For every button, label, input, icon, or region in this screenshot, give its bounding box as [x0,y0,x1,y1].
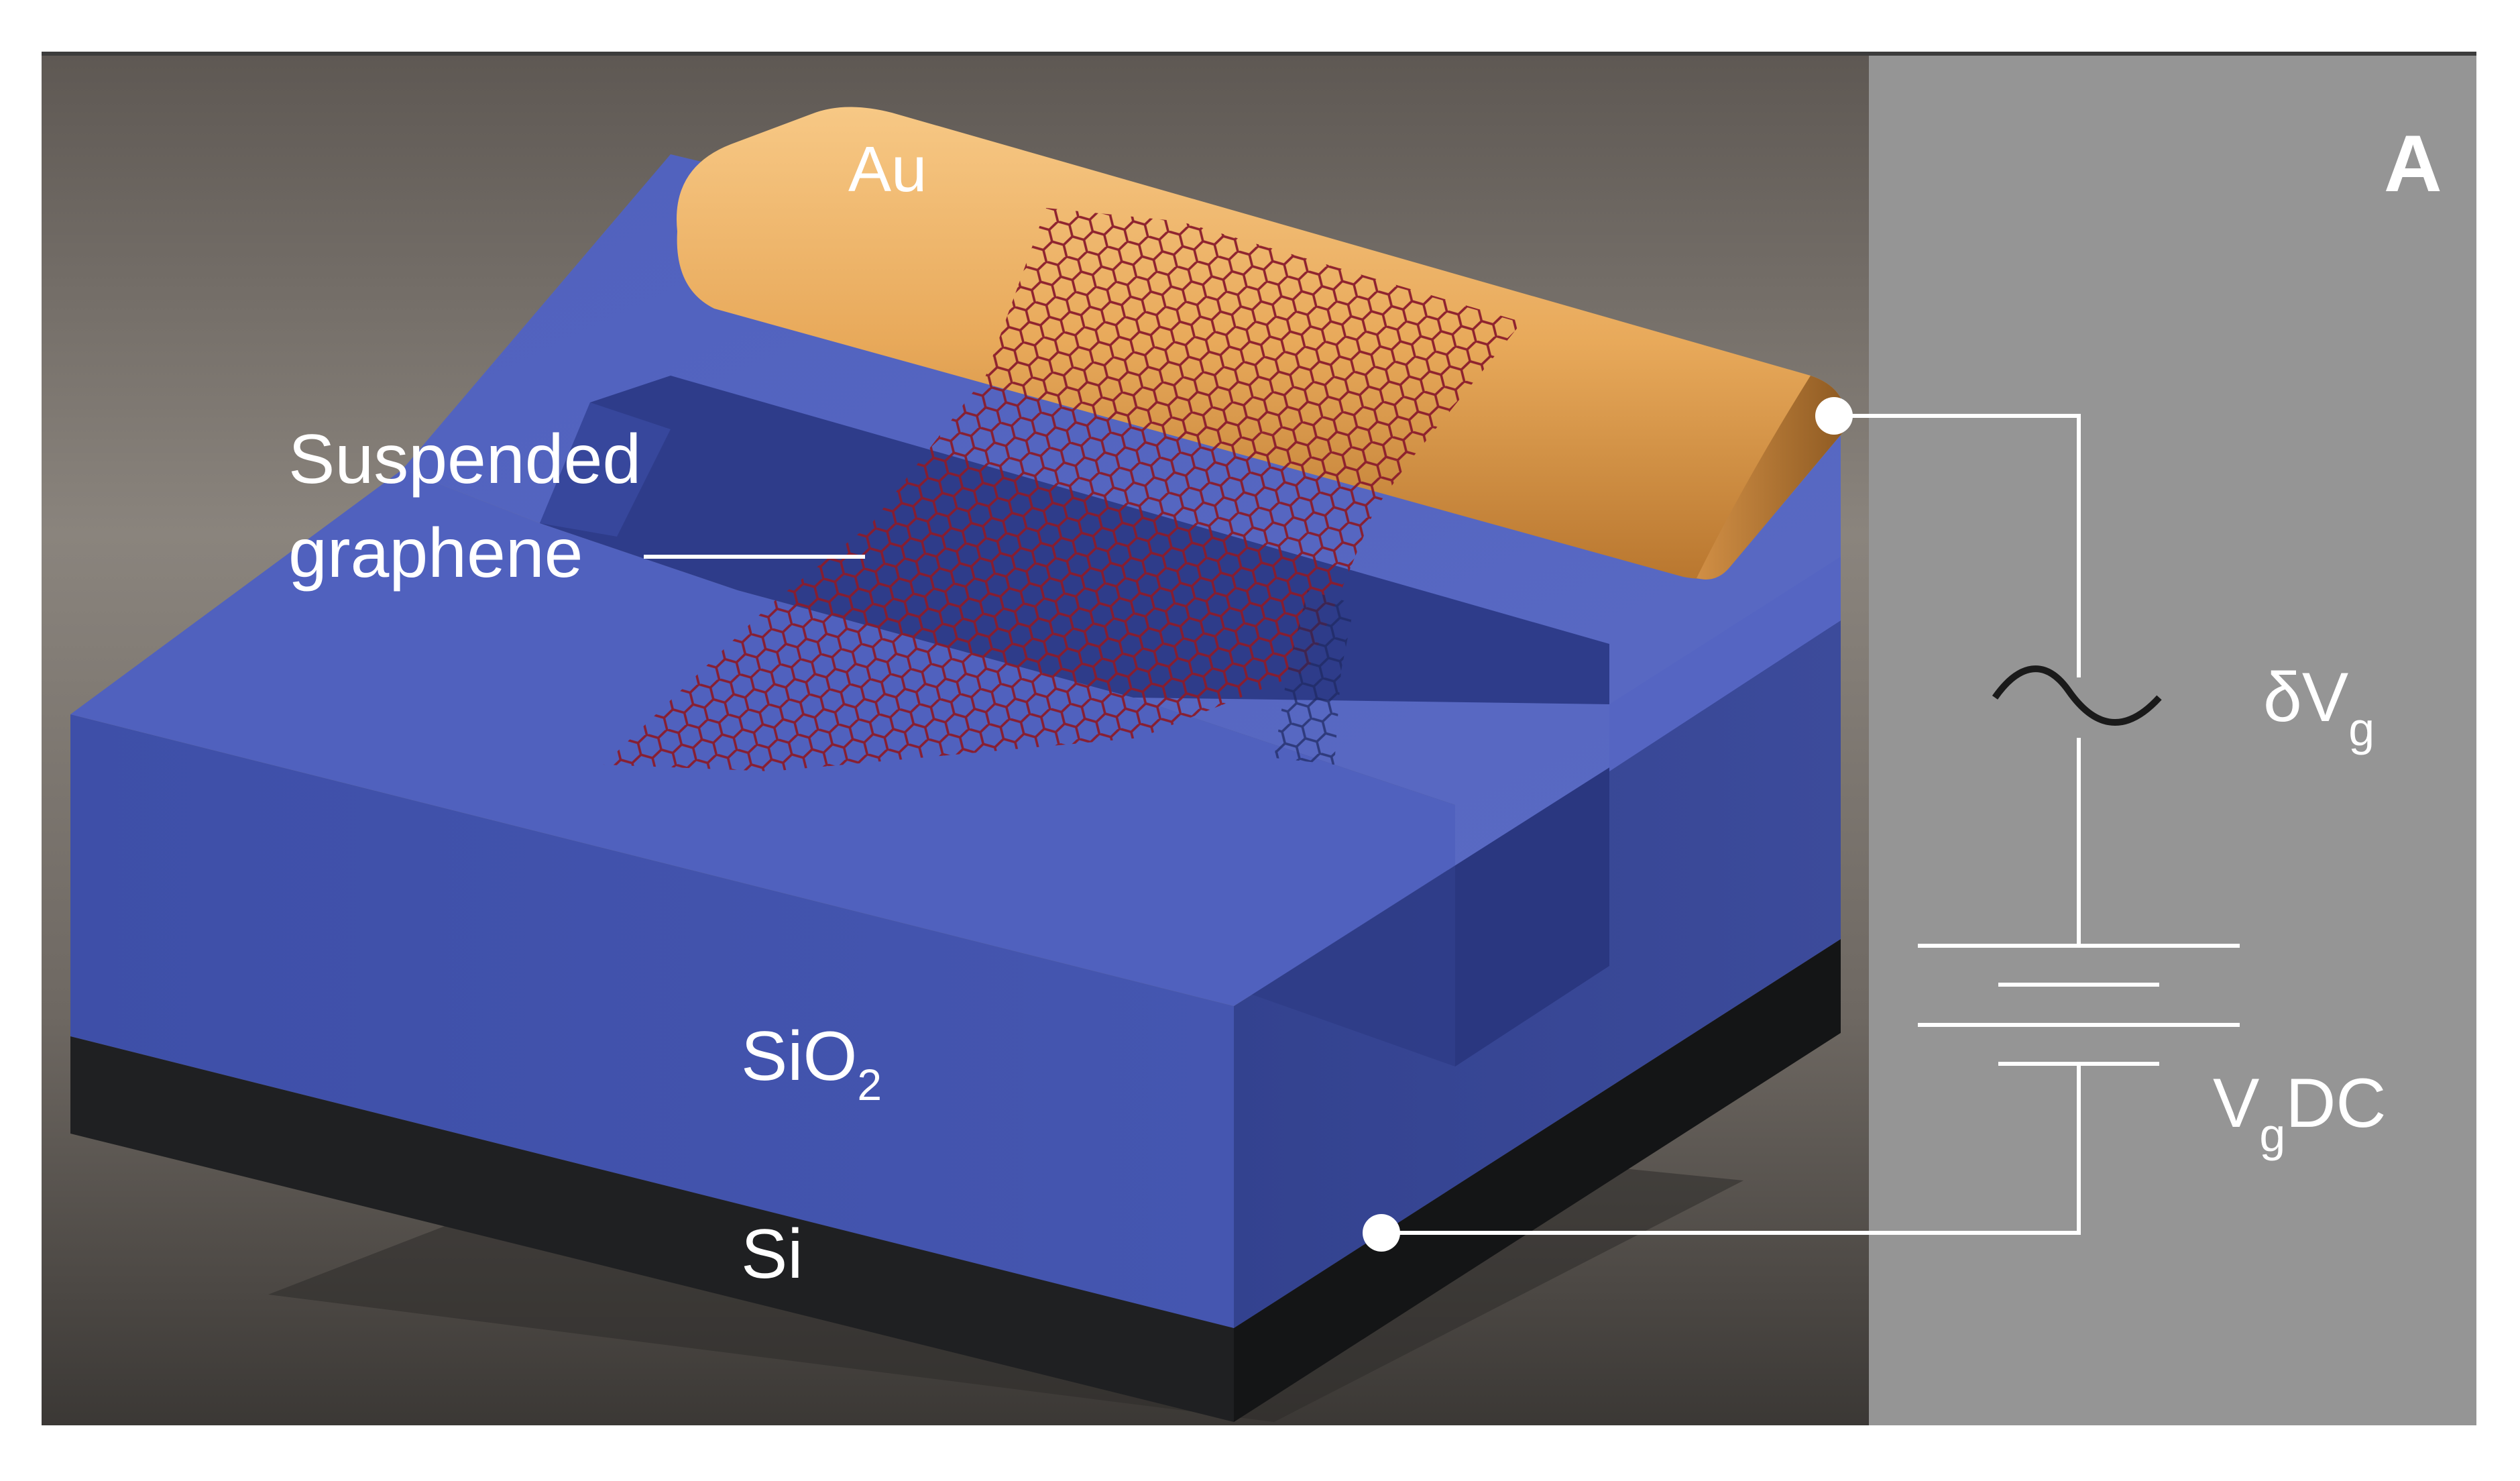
ac-source-label: δVg [2263,659,2374,755]
dc-source-label: VgDC [2213,1064,2387,1161]
suspended-label-line1: Suspended [288,421,641,498]
dc-label-base: V [2213,1064,2259,1142]
dc-label-sub: g [2259,1109,2285,1161]
wire-si-bottom [1381,1064,2081,1235]
circuit-panel [1869,54,2476,1425]
graphene-trench-portion [1274,590,1355,765]
ac-label-sub: g [2348,703,2374,755]
si-label: Si [741,1215,803,1293]
au-label: Au [848,133,927,205]
sio2-label-sub: 2 [857,1060,882,1109]
sio2-top-right-bank [1609,557,1841,771]
terminal-dot-icon [1363,1214,1400,1252]
suspended-label-line2: graphene [288,514,583,592]
sine-wave-icon [1992,665,2162,726]
panel-label: A [2384,119,2442,209]
wire-gate-top [1824,414,2081,677]
sio2-front-face [70,714,1234,1328]
ac-label-base: δV [2263,659,2348,736]
sio2-label-base: SiO [741,1018,857,1095]
sio2-label: SiO2 [741,1018,882,1109]
channel-highlight [540,402,671,537]
si-front-face [70,1036,1234,1422]
dc-label-suffix: DC [2285,1064,2386,1142]
terminal-dot-icon [1815,397,1853,435]
circuit [1381,414,2240,1235]
au-contact-end [1697,376,1846,580]
graphene-suspended [604,376,1408,771]
si-right-face [1234,939,1841,1422]
graphene-on-gold [986,208,1522,463]
